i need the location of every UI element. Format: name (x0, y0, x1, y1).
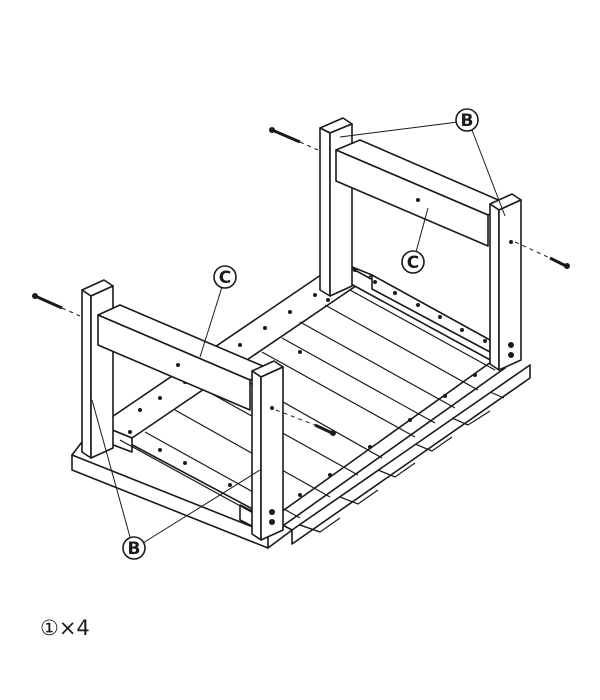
screw-quantity-note: ①×4 (40, 616, 90, 640)
screw-top-right (514, 241, 570, 269)
svg-text:C: C (407, 253, 419, 273)
leg-assembly-back (319, 117, 522, 371)
callout-c-left: C (213, 265, 237, 289)
svg-text:B: B (128, 539, 141, 559)
callout-b-bottom: B (122, 536, 146, 560)
svg-text:B: B (461, 111, 474, 131)
screw-left (32, 293, 81, 317)
callout-b-top: B (455, 108, 479, 132)
screw-center (275, 409, 336, 436)
bench-top (71, 364, 531, 549)
callout-leaders (91, 121, 506, 544)
callout-c-right: C (401, 250, 425, 274)
svg-text:C: C (219, 268, 231, 288)
screw-top-left (269, 127, 319, 151)
screws (32, 127, 570, 436)
